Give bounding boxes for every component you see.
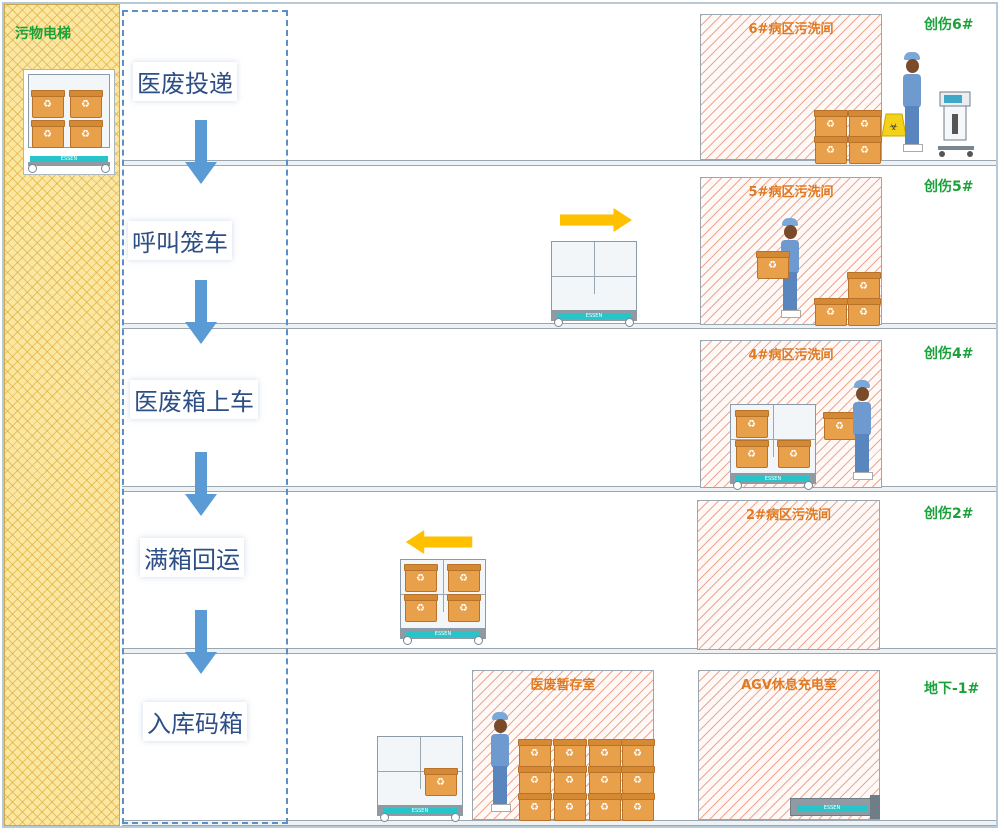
agv-docked: ESSEN bbox=[790, 798, 874, 816]
room-label: 2#病区污洗间 bbox=[746, 508, 831, 523]
step-3: 医废箱上车 bbox=[130, 380, 258, 419]
floor-tag-2: 创伤2# bbox=[924, 506, 974, 522]
step-1: 医废投递 bbox=[133, 62, 237, 101]
waste-bin bbox=[588, 766, 622, 794]
process-flow bbox=[122, 10, 288, 824]
worker-figure bbox=[486, 712, 514, 812]
room-label: 5#病区污洗间 bbox=[748, 185, 834, 200]
down-arrow-icon bbox=[185, 280, 217, 344]
down-arrow-icon bbox=[185, 120, 217, 184]
elevator-cart: ESSEN bbox=[23, 69, 115, 175]
floor-tag-b1: 地下-1# bbox=[924, 681, 980, 697]
waste-bin bbox=[847, 272, 881, 300]
waste-bin bbox=[404, 594, 438, 622]
waste-bin bbox=[31, 120, 65, 148]
disinfection-machine-icon bbox=[938, 91, 974, 157]
step-5: 入库码箱 bbox=[143, 702, 247, 741]
waste-bin bbox=[69, 120, 103, 148]
waste-bin bbox=[621, 793, 655, 821]
room-label: 医废暂存室 bbox=[530, 678, 596, 693]
svg-text:☣: ☣ bbox=[889, 122, 898, 133]
cart-brand: ESSEN bbox=[30, 156, 108, 162]
waste-bin bbox=[404, 564, 438, 592]
room-label: 6#病区污洗间 bbox=[748, 22, 834, 37]
charging-dock bbox=[870, 795, 880, 819]
waste-bin bbox=[447, 564, 481, 592]
waste-bin bbox=[847, 298, 881, 326]
worker-figure bbox=[898, 52, 926, 152]
floor-divider bbox=[122, 648, 996, 654]
room-2-wash: 2#病区污洗间 bbox=[697, 500, 880, 650]
elevator-label: 污物电梯 bbox=[15, 26, 71, 42]
cart-brand: ESSEN bbox=[736, 476, 810, 482]
floor-tag-5: 创伤5# bbox=[924, 179, 974, 195]
waste-bin bbox=[735, 440, 769, 468]
waste-bin bbox=[588, 739, 622, 767]
waste-bin bbox=[814, 298, 848, 326]
waste-bin bbox=[31, 90, 65, 118]
right-arrow-icon bbox=[560, 208, 632, 232]
step-2: 呼叫笼车 bbox=[128, 221, 232, 260]
waste-bin bbox=[553, 793, 587, 821]
waste-bin bbox=[735, 410, 769, 438]
waste-bin bbox=[814, 110, 848, 138]
waste-bin bbox=[518, 766, 552, 794]
waste-bin bbox=[777, 440, 811, 468]
left-arrow-icon bbox=[405, 530, 473, 554]
waste-bin bbox=[588, 793, 622, 821]
worker-figure bbox=[776, 218, 804, 318]
waste-bin bbox=[69, 90, 103, 118]
step-4: 满箱回运 bbox=[140, 538, 244, 577]
floor-tag-6: 创伤6# bbox=[924, 17, 974, 33]
waste-bin bbox=[848, 136, 882, 164]
cart-brand: ESSEN bbox=[383, 808, 457, 814]
down-arrow-icon bbox=[185, 452, 217, 516]
waste-bin bbox=[756, 251, 790, 279]
waste-bin bbox=[518, 793, 552, 821]
waste-bin bbox=[424, 768, 458, 796]
floor-divider bbox=[122, 486, 996, 492]
agv-charging-room: AGV休息充电室 bbox=[698, 670, 880, 820]
cart-brand: ESSEN bbox=[797, 805, 867, 811]
waste-bin bbox=[621, 766, 655, 794]
floor-tag-4: 创伤4# bbox=[924, 346, 974, 362]
room-label: 4#病区污洗间 bbox=[748, 348, 834, 363]
waste-bin bbox=[553, 766, 587, 794]
cart-brand: ESSEN bbox=[406, 631, 480, 637]
floor-divider bbox=[122, 160, 996, 166]
waste-bin bbox=[553, 739, 587, 767]
waste-elevator: 污物电梯 ESSEN bbox=[4, 4, 120, 826]
down-arrow-icon bbox=[185, 610, 217, 674]
waste-bin bbox=[814, 136, 848, 164]
waste-bin bbox=[621, 739, 655, 767]
room-label: AGV休息充电室 bbox=[741, 678, 837, 693]
worker-figure bbox=[848, 380, 876, 480]
waste-bin bbox=[518, 739, 552, 767]
agv-cart: ESSEN bbox=[551, 241, 637, 327]
waste-bin bbox=[848, 110, 882, 138]
waste-bin bbox=[447, 594, 481, 622]
cart-brand: ESSEN bbox=[557, 313, 631, 319]
